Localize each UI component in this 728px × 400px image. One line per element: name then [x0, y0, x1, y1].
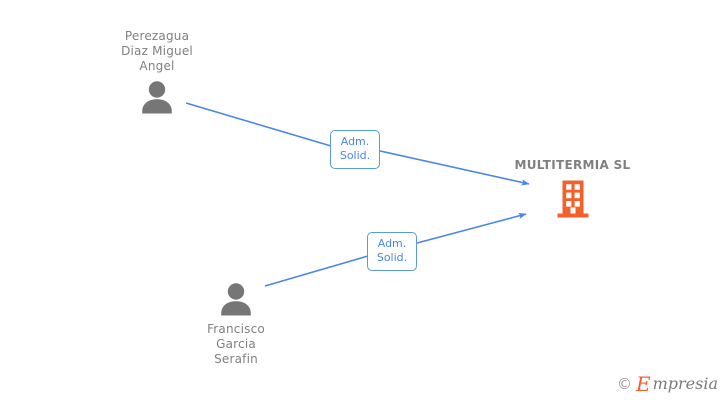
edge-line-segment	[264, 255, 369, 287]
empresia-watermark: © E mpresia	[617, 374, 718, 394]
person-name-label: Francisco Garcia Serafin	[207, 322, 265, 366]
edge-person2-to-company	[264, 212, 527, 287]
brand-name: mpresia	[652, 374, 718, 393]
edge-label-adm-solid-2[interactable]: Adm. Solid.	[367, 232, 417, 271]
building-icon	[557, 180, 588, 218]
person-icon	[142, 81, 172, 114]
edge-line-segment-arrow	[416, 212, 527, 244]
edge-line-segment	[185, 102, 332, 147]
company-name-label: MULTITERMIA SL	[514, 158, 631, 172]
edge-line-segment-arrow	[379, 150, 530, 186]
brand-initial: E	[635, 372, 651, 396]
edge-person1-to-company	[185, 102, 530, 186]
copyright-icon: ©	[616, 374, 632, 393]
company-node-multitermia-sl[interactable]: MULTITERMIA SL	[495, 158, 650, 219]
edge-label-adm-solid-1[interactable]: Adm. Solid.	[330, 130, 380, 169]
person-icon	[221, 283, 251, 316]
person-node-perezagua-diaz-miguel-angel[interactable]: Perezagua Diaz Miguel Angel	[106, 29, 208, 114]
person-name-label: Perezagua Diaz Miguel Angel	[121, 29, 193, 73]
person-node-francisco-garcia-serafin[interactable]: Francisco Garcia Serafin	[185, 282, 287, 367]
